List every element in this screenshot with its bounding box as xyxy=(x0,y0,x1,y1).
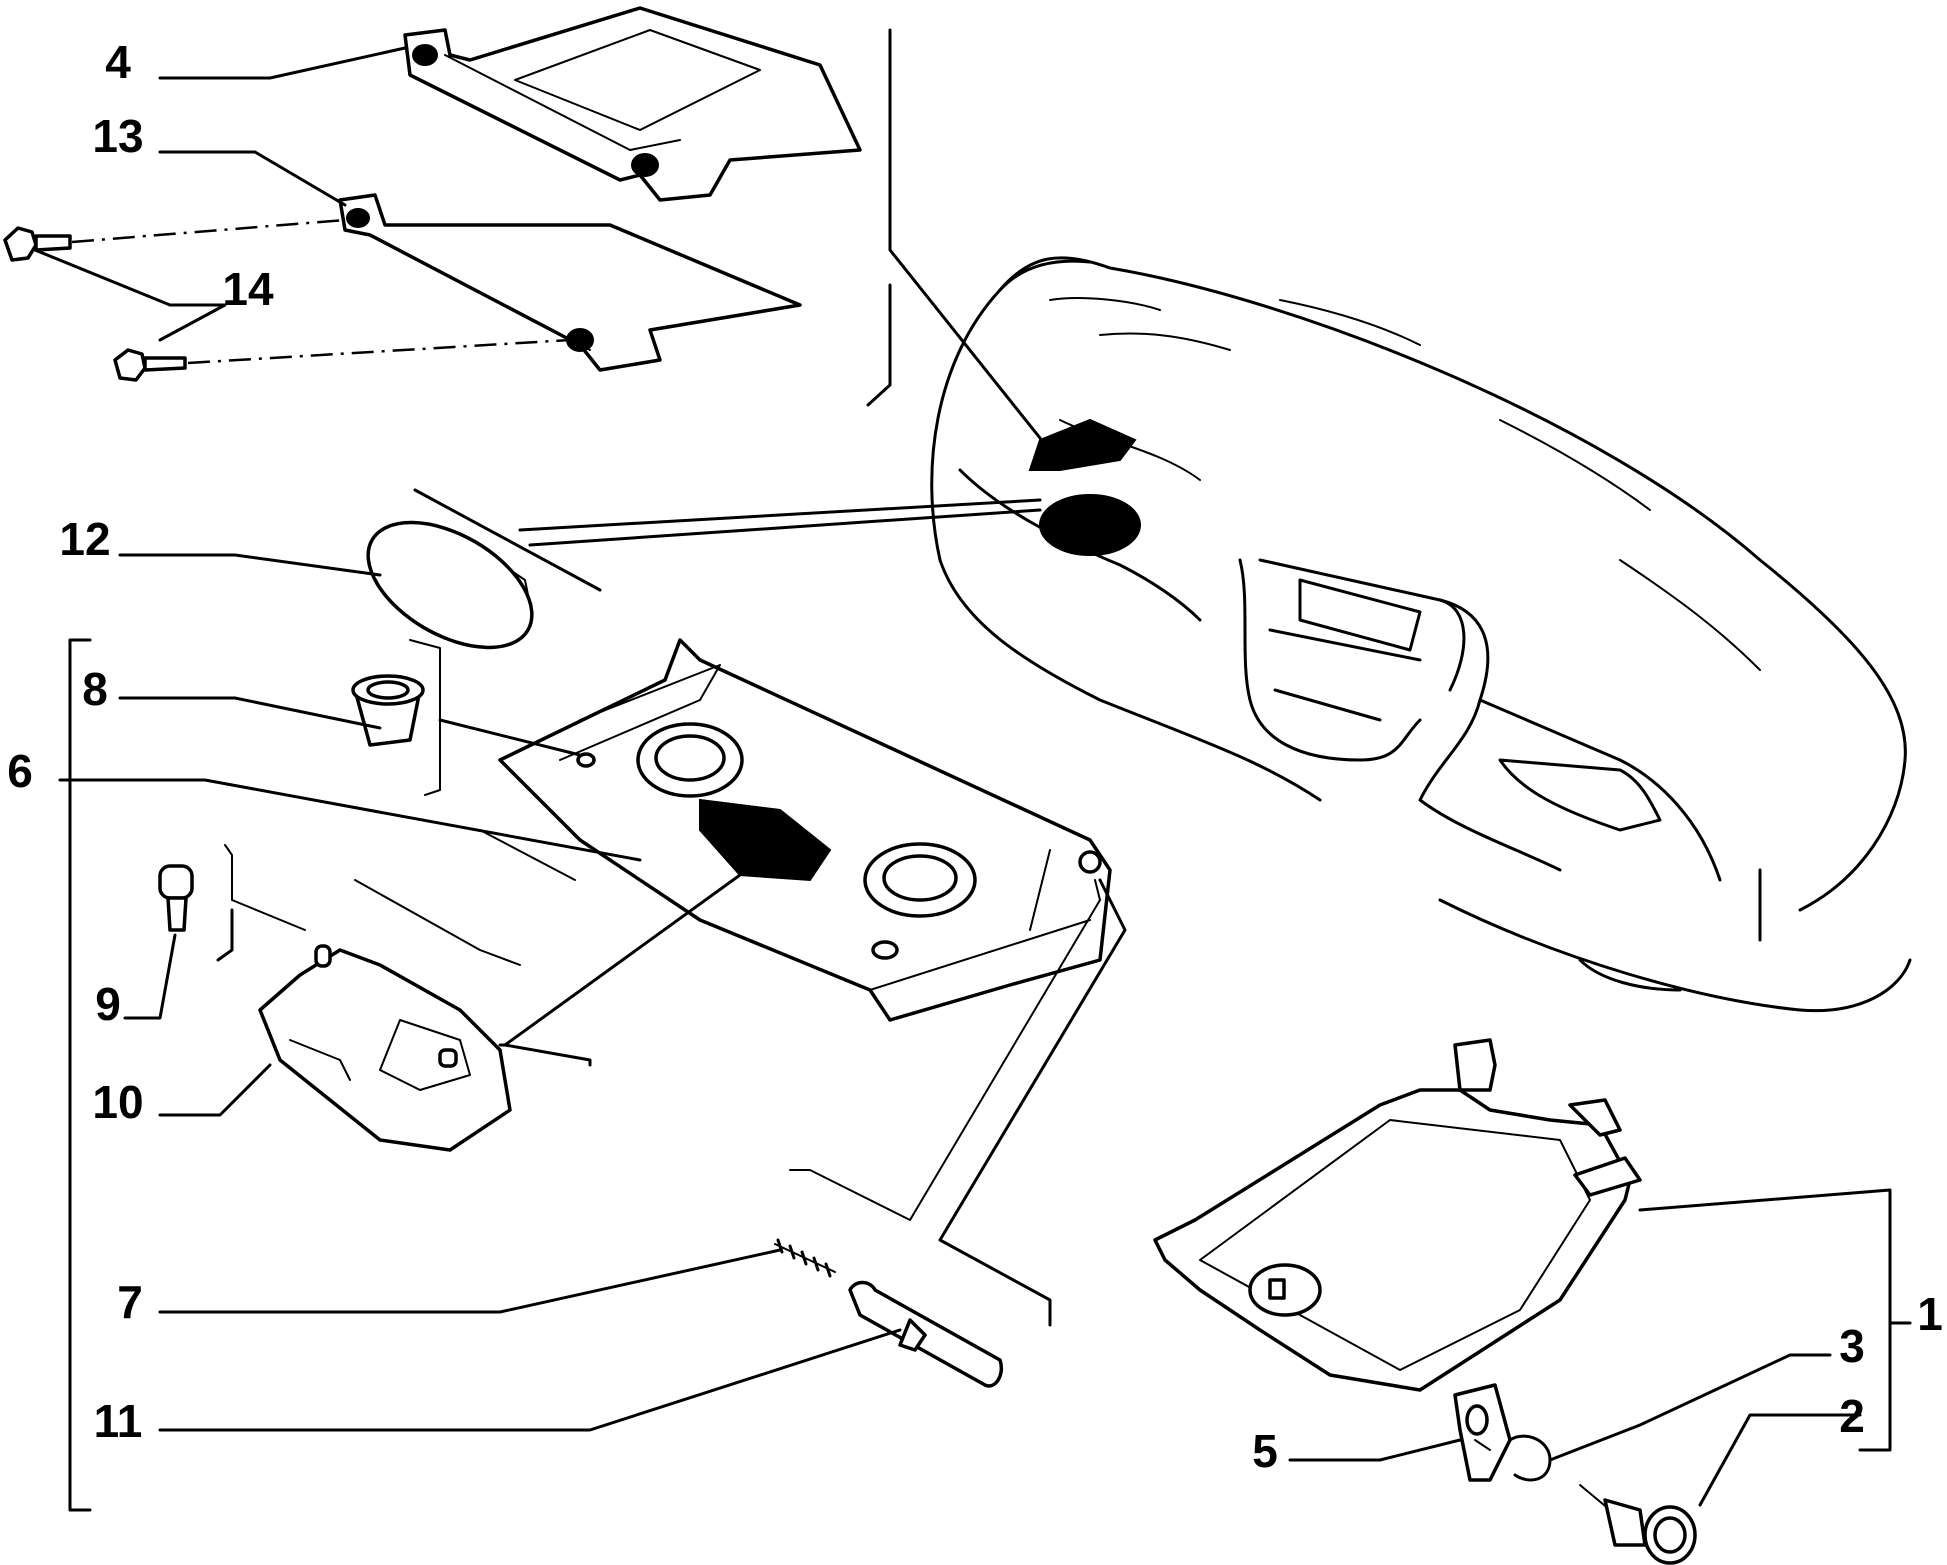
part-2-knob xyxy=(1579,1484,1697,1565)
callout-labels: 4 13 14 12 8 6 9 10 7 11 5 3 2 1 xyxy=(7,36,1943,1477)
callout-3: 3 xyxy=(1839,1320,1865,1372)
callout-1: 1 xyxy=(1917,1288,1943,1340)
callout-5: 5 xyxy=(1252,1425,1278,1477)
callout-9: 9 xyxy=(95,978,121,1030)
callout-12: 12 xyxy=(59,513,110,565)
part-13-support xyxy=(338,193,802,372)
part-12-cover xyxy=(366,520,534,650)
callout-6: 6 xyxy=(7,745,33,797)
housing-guides xyxy=(216,639,1127,1327)
part-5-bracket xyxy=(1453,1383,1512,1482)
dashboard-assembly xyxy=(930,256,1912,1013)
part-8-bumper xyxy=(351,674,425,747)
part-11-pin xyxy=(848,1280,1003,1388)
callout-4: 4 xyxy=(105,36,131,88)
callout-14: 14 xyxy=(222,263,274,315)
part-4-bracket xyxy=(403,6,862,202)
part-7-spring xyxy=(774,1238,836,1278)
part-10-latch xyxy=(258,944,512,1152)
callout-7: 7 xyxy=(117,1276,143,1328)
part-9-bolt xyxy=(158,864,194,932)
guide-lines xyxy=(413,28,1042,592)
part-6-housing xyxy=(498,638,1112,1022)
callout-2: 2 xyxy=(1839,1390,1865,1442)
callout-10: 10 xyxy=(92,1076,143,1128)
callout-leaders xyxy=(33,46,1912,1512)
part-14-screws xyxy=(3,218,571,382)
callout-11: 11 xyxy=(94,1395,143,1447)
callout-8: 8 xyxy=(82,663,108,715)
callout-13: 13 xyxy=(92,110,143,162)
part-3-clip xyxy=(1508,1434,1552,1482)
part-1-lid xyxy=(1153,1038,1642,1392)
